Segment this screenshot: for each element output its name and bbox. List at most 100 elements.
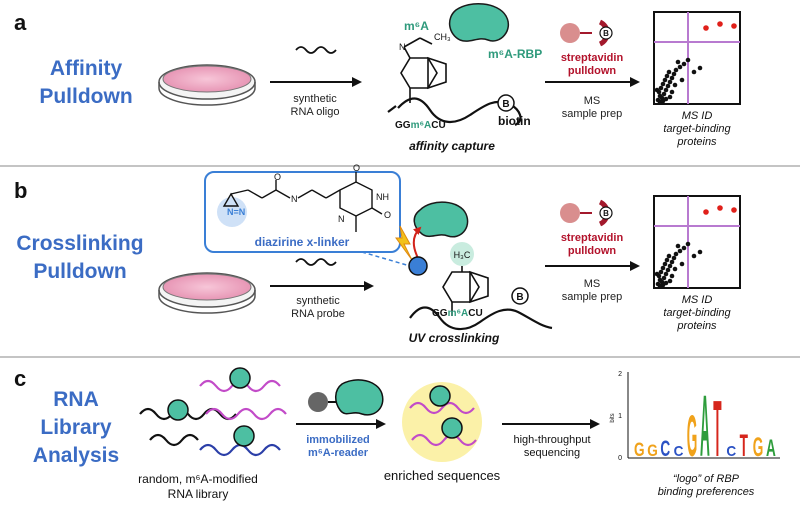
- plot-point: [658, 269, 664, 275]
- reader-c-line2: m⁶A-reader: [308, 447, 369, 459]
- plot-point: [675, 59, 681, 65]
- msid-a-line2: target-binding: [663, 123, 731, 135]
- plot-point-hit: [717, 21, 723, 27]
- arrow-a1-line2: RNA oligo: [291, 106, 340, 118]
- diazirine-linker-box: [204, 171, 401, 253]
- plot-point: [685, 57, 691, 63]
- streptavidin-icon-a: B: [560, 19, 613, 47]
- plot-point: [691, 253, 697, 259]
- m6a-adenine-structure: [400, 37, 447, 103]
- arrow-b1-line1: synthetic: [296, 295, 340, 307]
- h3c-label: H₃C: [454, 250, 471, 260]
- plot-point: [673, 251, 679, 257]
- plot-point-hit: [703, 25, 709, 31]
- streptavidin-icon-b: B: [560, 199, 613, 227]
- panel-c: c RNA Library Analysis random, m⁶A-modif…: [14, 366, 780, 501]
- plot-point: [671, 71, 677, 77]
- plot-point: [663, 87, 669, 93]
- linker-callout-line: [361, 251, 411, 267]
- library-line2: RNA library: [168, 487, 229, 501]
- seq-gg-a: GGm⁶ACU: [395, 120, 446, 131]
- svg-text:N: N: [291, 194, 298, 204]
- plot-point: [681, 245, 687, 251]
- logo-tick-2: 2: [618, 371, 622, 378]
- plot-point: [661, 91, 667, 97]
- biotin-label: biotin: [498, 114, 531, 128]
- plot-point: [677, 64, 683, 70]
- svg-text:N=N: N=N: [227, 207, 245, 217]
- panel-c-letter: c: [14, 366, 26, 391]
- caption-uv-crosslinking: UV crosslinking: [409, 331, 500, 345]
- m6a-reader-protein-b: [413, 201, 469, 238]
- reader-c-line1: immobilized: [306, 434, 370, 446]
- panel-b-title-line1: Crosslinking: [16, 232, 143, 255]
- rna-oligo-squiggle: [295, 46, 337, 54]
- hts-line2: sequencing: [524, 447, 580, 459]
- logo-letter: G: [647, 442, 658, 461]
- plot-point: [666, 69, 672, 75]
- immobilized-reader-icon: [308, 379, 384, 416]
- hts-line1: high-throughput: [513, 434, 590, 446]
- logo-axis-label: bits: [610, 413, 616, 422]
- plot-point: [671, 255, 677, 261]
- panel-b-letter: b: [14, 178, 27, 203]
- msid-b-line2: target-binding: [663, 307, 731, 319]
- plot-point: [660, 81, 666, 87]
- rna-probe-squiggle: [295, 258, 337, 266]
- logo-caption-line1: “logo” of RBP: [673, 473, 740, 485]
- plot-point-hit: [731, 207, 737, 213]
- plot-point: [669, 89, 675, 95]
- strep-a-line2: pulldown: [568, 65, 617, 77]
- ms-a-line1: MS: [584, 95, 601, 107]
- plot-point: [662, 261, 668, 267]
- caption-affinity-capture: affinity capture: [409, 139, 495, 153]
- plot-point: [677, 248, 683, 254]
- svg-text:B: B: [516, 292, 523, 303]
- svg-text:NH: NH: [376, 192, 389, 202]
- panel-c-title-line2: Library: [40, 416, 112, 439]
- logo-letter: A: [766, 435, 776, 462]
- plot-point: [669, 273, 675, 279]
- plot-point: [654, 271, 660, 277]
- rna-strand-a: [397, 97, 522, 126]
- plot-point: [664, 257, 670, 263]
- diazirine-bead: [408, 256, 428, 276]
- logo-letter: G: [753, 433, 764, 462]
- logo-letter: G: [687, 404, 698, 469]
- plot-point: [669, 259, 675, 265]
- petri-dish-icon: [158, 64, 256, 106]
- enriched-label: enriched sequences: [384, 468, 501, 483]
- logo-letter: C: [726, 443, 736, 460]
- panel-c-title-line1: RNA: [53, 388, 99, 411]
- plot-point: [691, 69, 697, 75]
- bead-lib-3: [233, 425, 255, 447]
- svg-text:O: O: [274, 172, 281, 182]
- plot-point: [660, 265, 666, 271]
- plot-point: [667, 263, 673, 269]
- rna-strand-b: [409, 306, 553, 331]
- logo-tick-1: 1: [618, 413, 622, 420]
- plot-point: [669, 75, 675, 81]
- plot-a-points: [654, 21, 737, 105]
- crosslink-arrow: [412, 226, 422, 259]
- bead-enriched-2: [441, 417, 463, 439]
- strep-b-line1: streptavidin: [561, 232, 624, 244]
- plot-point: [697, 249, 703, 255]
- plot-point: [665, 267, 671, 273]
- plot-point: [666, 253, 672, 259]
- msid-a-line1: MS ID: [682, 110, 713, 122]
- svg-text:O: O: [384, 210, 391, 220]
- logo-caption-line2: binding preferences: [658, 486, 755, 498]
- methyl-halo: [450, 242, 474, 266]
- diazirine-structure: [222, 172, 383, 232]
- plot-point: [663, 271, 669, 277]
- logo-letter: A: [700, 378, 710, 476]
- logo-letter: C: [674, 443, 684, 460]
- ms-b-line1: MS: [584, 278, 601, 290]
- ms-b-line2: sample prep: [562, 291, 623, 303]
- strep-b-line2: pulldown: [568, 245, 617, 257]
- plot-point: [663, 280, 669, 286]
- seq-b: GGm⁶ACU: [432, 308, 483, 319]
- m6a-adenine-structure-b: [442, 266, 489, 316]
